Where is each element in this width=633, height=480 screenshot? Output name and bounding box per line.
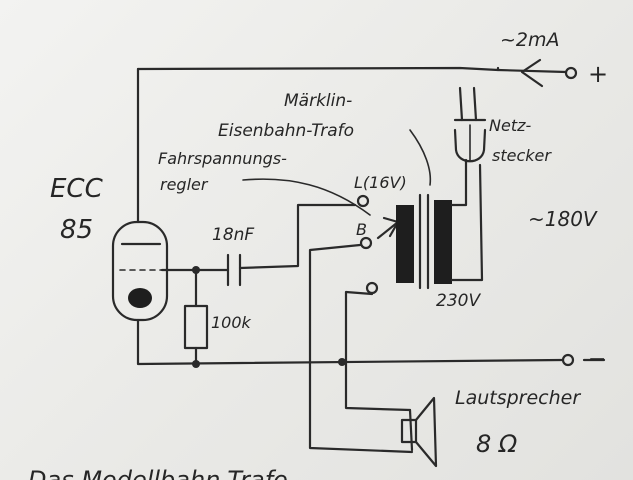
top-rail-wire xyxy=(136,66,500,72)
regulator-label-2: regler xyxy=(160,175,209,194)
regulator-wiper xyxy=(376,220,400,240)
plus-label: + xyxy=(588,60,608,88)
capacitor-label: 18nF xyxy=(212,225,254,245)
trafo-primary-winding xyxy=(396,205,414,283)
speaker-label-1: Lautsprecher xyxy=(455,387,581,409)
speaker-label-2: 8 Ω xyxy=(476,430,518,458)
speaker-wire-B xyxy=(308,243,414,454)
plus-terminal xyxy=(564,66,578,80)
regulator-label-1: Fahrspannungs- xyxy=(158,149,287,168)
input-arrow xyxy=(520,58,544,88)
ground-rail xyxy=(136,318,564,366)
mains-wire-left xyxy=(450,158,468,207)
trafo-secondary-winding xyxy=(434,200,452,284)
terminal-L-label: L(16V) xyxy=(354,173,407,192)
tube-ecc85 xyxy=(111,220,169,322)
loudspeaker-symbol xyxy=(400,396,438,468)
tube-label-2: 85 xyxy=(60,215,93,245)
plug-prong-right xyxy=(472,86,478,122)
terminal-L xyxy=(356,194,370,208)
speaker-vertical-link xyxy=(408,408,414,452)
current-label: ~2mA xyxy=(500,29,560,51)
minus-label: − xyxy=(588,347,606,372)
adapter-label-1: Netz- xyxy=(489,116,531,135)
terminal-B xyxy=(359,236,373,250)
adapter-label-2: stecker xyxy=(492,146,552,165)
rail-to-input-wire xyxy=(496,68,568,74)
speaker-cone xyxy=(414,396,438,468)
tube-label-1: ECC xyxy=(50,174,104,204)
mains-label: 230V xyxy=(436,291,481,311)
speaker-wire-0 xyxy=(344,290,412,412)
tube-cathode xyxy=(128,288,152,308)
trafo-label-2: Eisenbahn-Trafo xyxy=(218,121,354,141)
bottom-cut-text: Das Modellbahn-Trafo ... xyxy=(28,466,318,480)
minus-terminal xyxy=(561,353,575,367)
speaker-magnet xyxy=(400,418,418,444)
regulator-pointer xyxy=(242,178,371,216)
mains-wire-right xyxy=(450,163,484,282)
resistor-label: 100k xyxy=(211,313,252,332)
trafo-label-1: Märklin- xyxy=(284,91,352,111)
plug-prong-left xyxy=(458,86,464,122)
plug-body xyxy=(453,128,487,163)
ground-junction-left xyxy=(192,360,200,368)
ground-junction-right xyxy=(338,358,346,366)
mains-plug xyxy=(453,86,487,163)
high-voltage-label: ~180V xyxy=(528,207,598,231)
terminal-B-label: B xyxy=(356,220,367,239)
cap-to-regulator-wire xyxy=(238,203,357,270)
terminal-0 xyxy=(365,281,379,295)
resistor-100k xyxy=(183,304,209,350)
trafo-pointer xyxy=(409,129,432,186)
